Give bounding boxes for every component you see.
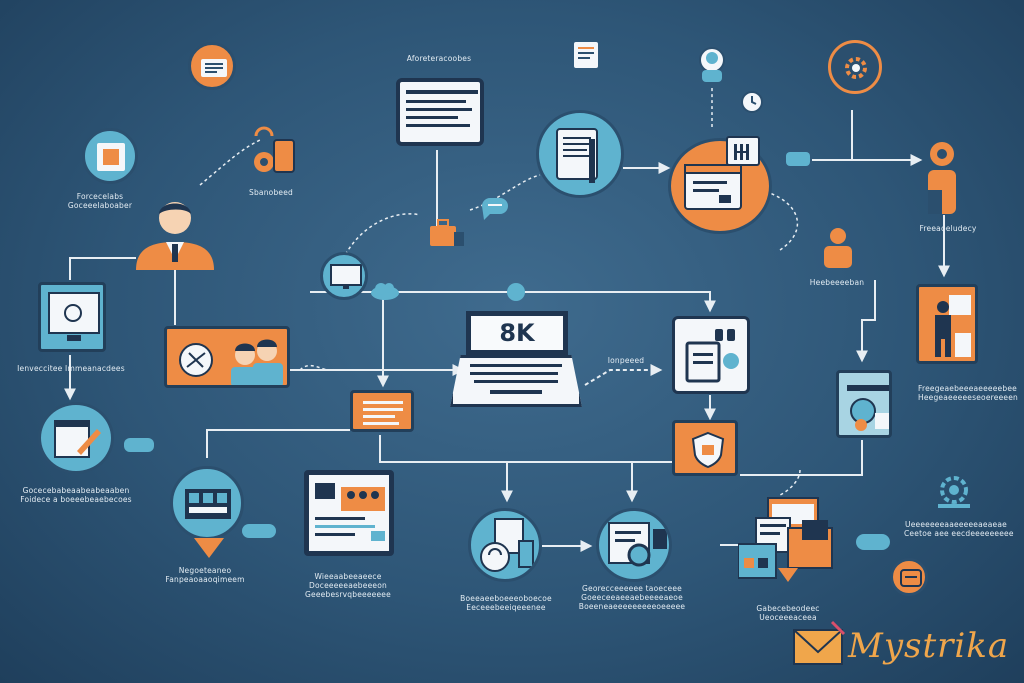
clock-icon [741,91,763,113]
picture-icon [97,143,125,171]
search-document-icon [608,522,667,567]
edge-dashed-2 [339,213,421,266]
monitor-icon [48,292,100,341]
globe-icon [847,385,889,431]
monitor-circle-mid [320,252,368,300]
pointer-triangle-icon [194,538,224,558]
stacked-cards-cluster [738,494,836,582]
team-card [164,326,290,388]
edge-laptop-to-card [584,364,663,386]
edge-dashed-1 [199,139,261,186]
label-right-top: Freeaoeludecy [919,224,977,233]
label-left-bottom: Gocecebabeaabeabeaaben Foidece a boeeebe… [20,486,132,504]
label-connector-center: Ionpeeed [607,356,645,365]
clipboard-icon [556,128,598,183]
image-circle-left [82,128,138,184]
node-dot-icon [507,283,525,301]
edge-lower-center [379,435,672,463]
label-top-center: Aforeteracoobes [406,54,472,63]
label-right-bottom: Ueeeeeeeaaeeeeeaeaeae Ceetoe aee eecdeee… [904,520,1014,538]
bulb-person-icon [928,142,956,214]
gear-icon [845,57,867,79]
headset-document-icon [480,518,534,572]
browser-window-icon [684,164,742,210]
label-right-lower: Freegeaebeeeaeeeeebee Heegeaeeeeeseoeree… [918,384,1018,402]
edge-lower-left [206,429,350,458]
keyboard-icon [470,364,562,394]
document-card-top [396,78,484,146]
text-icon [734,144,749,160]
support-circle-bottom [468,508,542,582]
form-lines-icon [363,401,403,425]
envelope-logo-icon [793,620,846,665]
presenter-card [916,284,978,364]
cloud-right-icon [856,534,890,550]
edge-person-left [69,257,136,280]
document-lines-icon [406,90,478,127]
laptop-screen: 8K [466,311,568,355]
label-bottom-right: Gabecebeodeec Ueoceeeaceea [756,604,820,622]
video-meeting-icon [315,483,385,541]
briefcase-icon [430,219,464,246]
chart-card-right [836,370,892,438]
dashboard-circle-bottom [170,466,244,540]
dashboard-icon [185,489,231,519]
receipt-icon [574,42,598,68]
orange-circle-bottom-right [890,558,928,596]
support-agent-icon [699,47,725,82]
user-avatar-icon [136,202,214,270]
edge-orange-right [812,110,853,161]
label-bottom-center-right: Georecceeeeee taoeceee Goeeceeaeeaebeeee… [578,584,686,611]
edit-circle-left [38,402,114,474]
chat-bubble-icon [482,198,508,220]
chat-left-icon [124,438,154,452]
person-orange-icon [824,228,852,268]
video-screen-card [304,470,394,556]
edge-right-vertical [856,280,876,363]
document-icon [201,59,227,77]
edge-orange-small-right [740,440,863,476]
document-circle-center [536,110,624,198]
presenter-icon [935,295,971,357]
label-bottom-center: Boeeaeeboeeeoboecoe Eeceeebeeiqeeenee [460,594,552,612]
document-profile-icon [685,329,739,383]
label-right-middle: Heebeeeeban [809,278,865,287]
settings-gear-icon [938,476,970,508]
sign-card [726,136,760,166]
chat-small-icon [786,152,810,166]
cloud-bottom-icon [242,524,276,538]
stacked-windows-icon [738,497,833,582]
edge-mid-horizontal [310,291,716,313]
edit-icon [54,420,101,458]
cloud-icon [371,283,399,300]
label-person-left: Forcecelabs Goceeelaboaber [67,192,133,210]
watermark-brand: Mystrika [848,626,1010,666]
edge-dashed-6 [779,469,801,496]
shield-icon [691,431,725,469]
gear-circle-top-right [828,40,882,94]
form-card [350,390,414,432]
label-sidebar-left-mid: Ienveccitee Immeanacdees [17,364,125,373]
label-bottom-center-left: Wieeaabeeaeece Doceeeeeaebeeeon Geeebesr… [305,572,391,599]
wifi-gear-icon [254,126,295,173]
document-circle-top-left [188,42,236,90]
search-circle-bottom [596,508,672,582]
label-bottom-left: Negoeteaneo Fanpeaoaaoqimeem [165,566,245,584]
edge-dashed-3 [469,174,541,211]
shield-card [672,420,738,476]
box-icon [900,569,922,587]
tools-icon [179,343,213,377]
team-people-icon [231,339,283,385]
label-small-gear: Sbanobeed [248,188,293,197]
document-card-right [672,316,750,394]
edge-dashed-4 [759,189,799,251]
screen-icon [330,264,362,289]
monitor-card-left [38,282,106,352]
